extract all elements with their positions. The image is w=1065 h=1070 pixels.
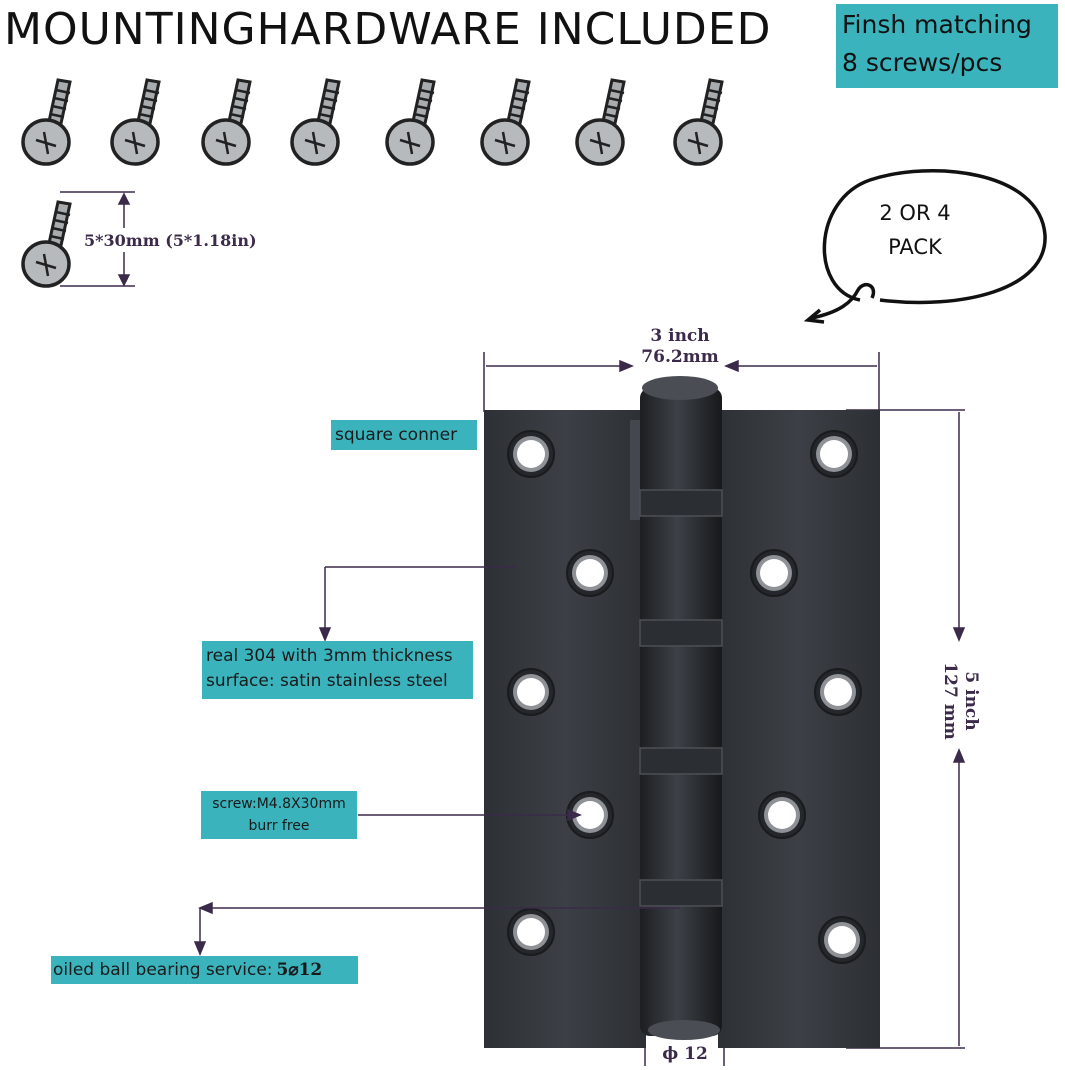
material-line-2: surface: satin stainless steel [206, 671, 448, 691]
width-inch: 3 inch [650, 326, 710, 346]
screw-spec-line-2: burr free [248, 818, 310, 834]
finish-line-1: Finsh matching [842, 10, 1032, 39]
screw-icon [201, 78, 252, 166]
screw-icon [21, 200, 72, 288]
callout-material: real 304 with 3mm thickness surface: sat… [202, 641, 473, 699]
pin-dimension-label: ϕ 12 [662, 1044, 708, 1064]
callout-square-corner: square conner [331, 420, 477, 450]
screw-hole [507, 430, 555, 478]
screw-icon [290, 78, 341, 166]
width-dimension-label: 3 inch 76.2mm [641, 326, 719, 368]
pack-bubble [803, 169, 1047, 324]
screw-hole [566, 549, 614, 597]
screw-hole [750, 549, 798, 597]
screw-hole [507, 908, 555, 956]
screw-icon [385, 78, 436, 166]
bearing-prefix: oiled ball bearing service: [53, 960, 273, 980]
screw-icon [575, 78, 626, 166]
finish-line-2: 8 screws/pcs [842, 48, 1003, 77]
material-line-1: real 304 with 3mm thickness [206, 646, 453, 666]
height-dimension-label: 5 inch 127 mm [939, 641, 981, 761]
screw-hole [810, 430, 858, 478]
pack-bubble-text: 2 OR 4 PACK [870, 196, 960, 264]
screw-hole [507, 668, 555, 716]
width-dimension-line [483, 352, 880, 412]
page-title: MOUNTINGHARDWARE INCLUDED [4, 4, 772, 55]
height-mm: 127 mm [940, 662, 960, 740]
screw-hole [818, 916, 866, 964]
screw-spec-line-1: screw:M4.8X30mm [212, 796, 346, 812]
callout-leader-lines [193, 566, 680, 956]
screw-icon [480, 78, 531, 166]
callout-screw-spec: screw:M4.8X30mm burr free [201, 791, 357, 839]
callout-ball-bearing: oiled ball bearing service:5⌀12 [51, 956, 358, 984]
height-inch: 5 inch [961, 671, 981, 731]
screw-icon [21, 78, 72, 166]
screw-icon [673, 78, 724, 166]
screw-icon [110, 78, 161, 166]
pack-line-2: PACK [888, 235, 942, 259]
screw-size-label: 5*30mm (5*1.18in) [84, 231, 257, 250]
screw-dimension-line [60, 191, 135, 287]
bearing-value: 5⌀12 [276, 960, 323, 980]
width-mm: 76.2mm [641, 347, 719, 367]
finish-badge: Finsh matching 8 screws/pcs [836, 4, 1058, 88]
pack-line-1: 2 OR 4 [879, 201, 951, 225]
screw-hole [814, 668, 862, 716]
screw-hole [758, 791, 806, 839]
